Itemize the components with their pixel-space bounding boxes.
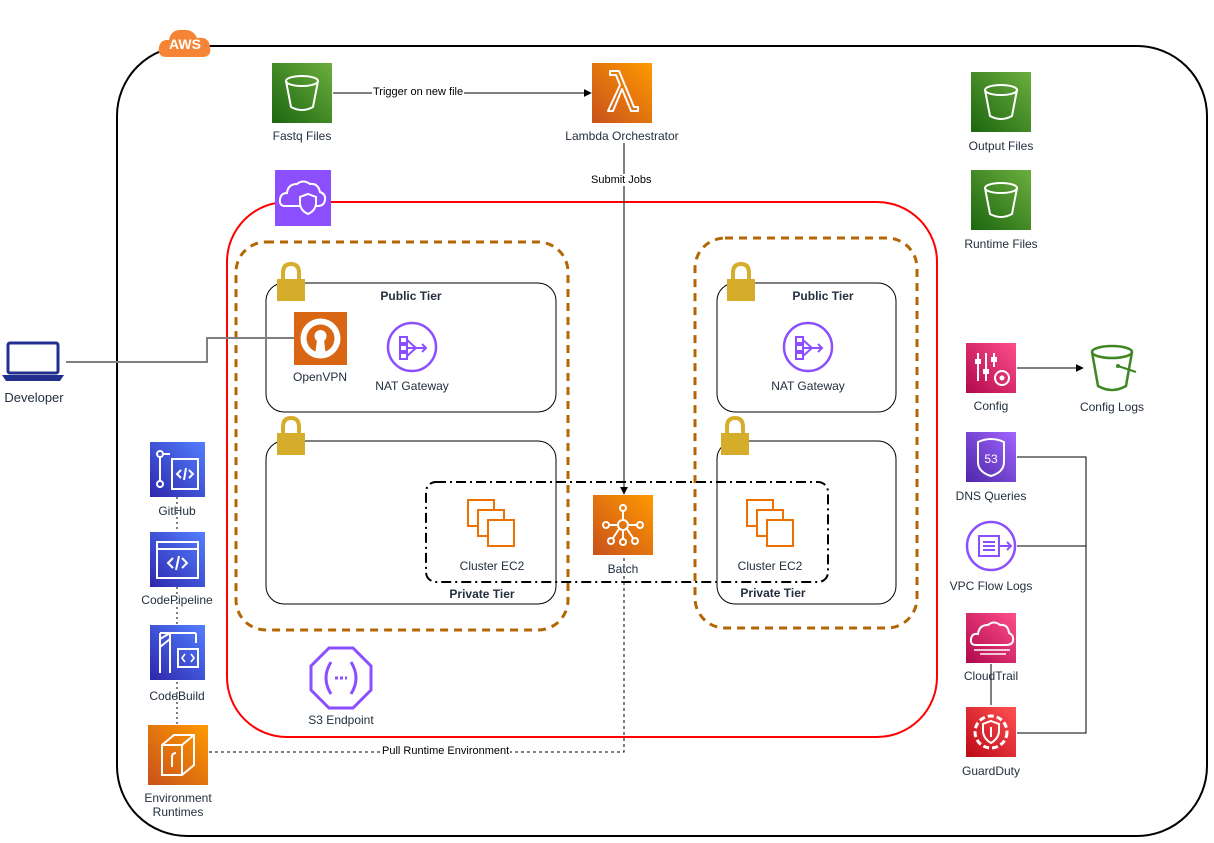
github-label: GitHub	[158, 504, 196, 518]
nat-gateway-icon[interactable]	[386, 321, 438, 373]
lock-icon	[276, 261, 306, 302]
public-subnet-left	[265, 282, 557, 413]
batch-label: Batch	[607, 562, 639, 576]
codebuild-label: CodeBuild	[149, 689, 205, 703]
config-logs-label: Config Logs	[1079, 400, 1145, 414]
developer-vpn-connector	[66, 337, 295, 363]
vpc-shield-icon	[275, 170, 331, 226]
route53-icon[interactable]: 53	[966, 432, 1016, 482]
aws-cloud-boundary	[116, 45, 1208, 837]
cluster-group-boundary	[425, 481, 829, 583]
guardduty-icon[interactable]	[966, 707, 1016, 757]
private-subnet-right	[716, 440, 897, 605]
github-repo-icon[interactable]	[150, 442, 205, 497]
cloudtrail-icon[interactable]	[966, 613, 1016, 663]
guardduty-label: GuardDuty	[961, 764, 1021, 778]
developer-laptop-icon	[2, 341, 66, 383]
developer-label: Developer	[4, 390, 64, 405]
aws-cloud-badge: AWS	[157, 27, 213, 61]
security-bracket	[1017, 456, 1087, 734]
config-label: Config	[973, 399, 1009, 413]
private-subnet-left	[265, 440, 557, 605]
az-left-boundary	[234, 240, 570, 632]
codepipeline-label: CodePipeline	[141, 593, 213, 607]
s3-endpoint-label: S3 Endpoint	[308, 713, 374, 727]
submit-jobs-label: Submit Jobs	[590, 174, 653, 186]
codebuild-icon[interactable]	[150, 625, 205, 680]
pull-runtime-label: Pull Runtime Environment	[381, 745, 511, 757]
svg-text:53: 53	[984, 452, 998, 466]
aws-badge-text: AWS	[169, 36, 201, 52]
fastq-files-label: Fastq Files	[272, 129, 332, 143]
batch-icon[interactable]	[593, 495, 653, 555]
lambda-icon[interactable]	[592, 63, 652, 123]
pull-runtime-connector	[209, 556, 625, 753]
output-bucket-icon[interactable]	[971, 72, 1031, 132]
vpc-flow-logs-icon[interactable]	[965, 520, 1017, 572]
ec2-instances-icon[interactable]	[743, 496, 797, 550]
cluster-ec2-left-label: Cluster EC2	[459, 559, 525, 573]
nat-gateway-left-label: NAT Gateway	[375, 379, 449, 393]
openvpn-icon[interactable]	[294, 312, 347, 365]
environment-runtimes-label: Environment Runtimes	[144, 791, 212, 819]
openvpn-label: OpenVPN	[292, 370, 348, 384]
dns-queries-label: DNS Queries	[955, 489, 1027, 503]
nat-gateway-icon[interactable]	[782, 321, 834, 373]
s3-endpoint-icon[interactable]	[309, 646, 373, 710]
config-icon[interactable]	[966, 343, 1016, 393]
vpc-flow-logs-label: VPC Flow Logs	[949, 579, 1033, 593]
left-public-tier-title: Public Tier	[380, 289, 442, 303]
cloudtrail-label: CloudTrail	[963, 669, 1019, 683]
lock-icon	[720, 415, 750, 456]
vpc-boundary	[226, 201, 938, 738]
codepipeline-icon[interactable]	[150, 532, 205, 587]
right-public-tier-title: Public Tier	[792, 289, 854, 303]
fastq-bucket-icon[interactable]	[272, 63, 332, 123]
lambda-orchestrator-label: Lambda Orchestrator	[565, 129, 679, 143]
config-logs-bucket-icon[interactable]	[1084, 340, 1140, 396]
nat-gateway-right-label: NAT Gateway	[771, 379, 845, 393]
environment-runtimes-icon[interactable]	[148, 725, 208, 785]
lock-icon	[276, 415, 306, 456]
ec2-instances-icon[interactable]	[464, 496, 518, 550]
cluster-ec2-right-label: Cluster EC2	[737, 559, 803, 573]
public-subnet-right	[716, 282, 897, 413]
runtime-bucket-icon[interactable]	[971, 170, 1031, 230]
runtime-files-label: Runtime Files	[964, 237, 1038, 251]
output-files-label: Output Files	[968, 139, 1034, 153]
right-private-tier-title: Private Tier	[740, 586, 806, 600]
trigger-label: Trigger on new file	[372, 86, 465, 98]
lock-icon	[726, 261, 756, 302]
left-private-tier-title: Private Tier	[449, 587, 515, 601]
